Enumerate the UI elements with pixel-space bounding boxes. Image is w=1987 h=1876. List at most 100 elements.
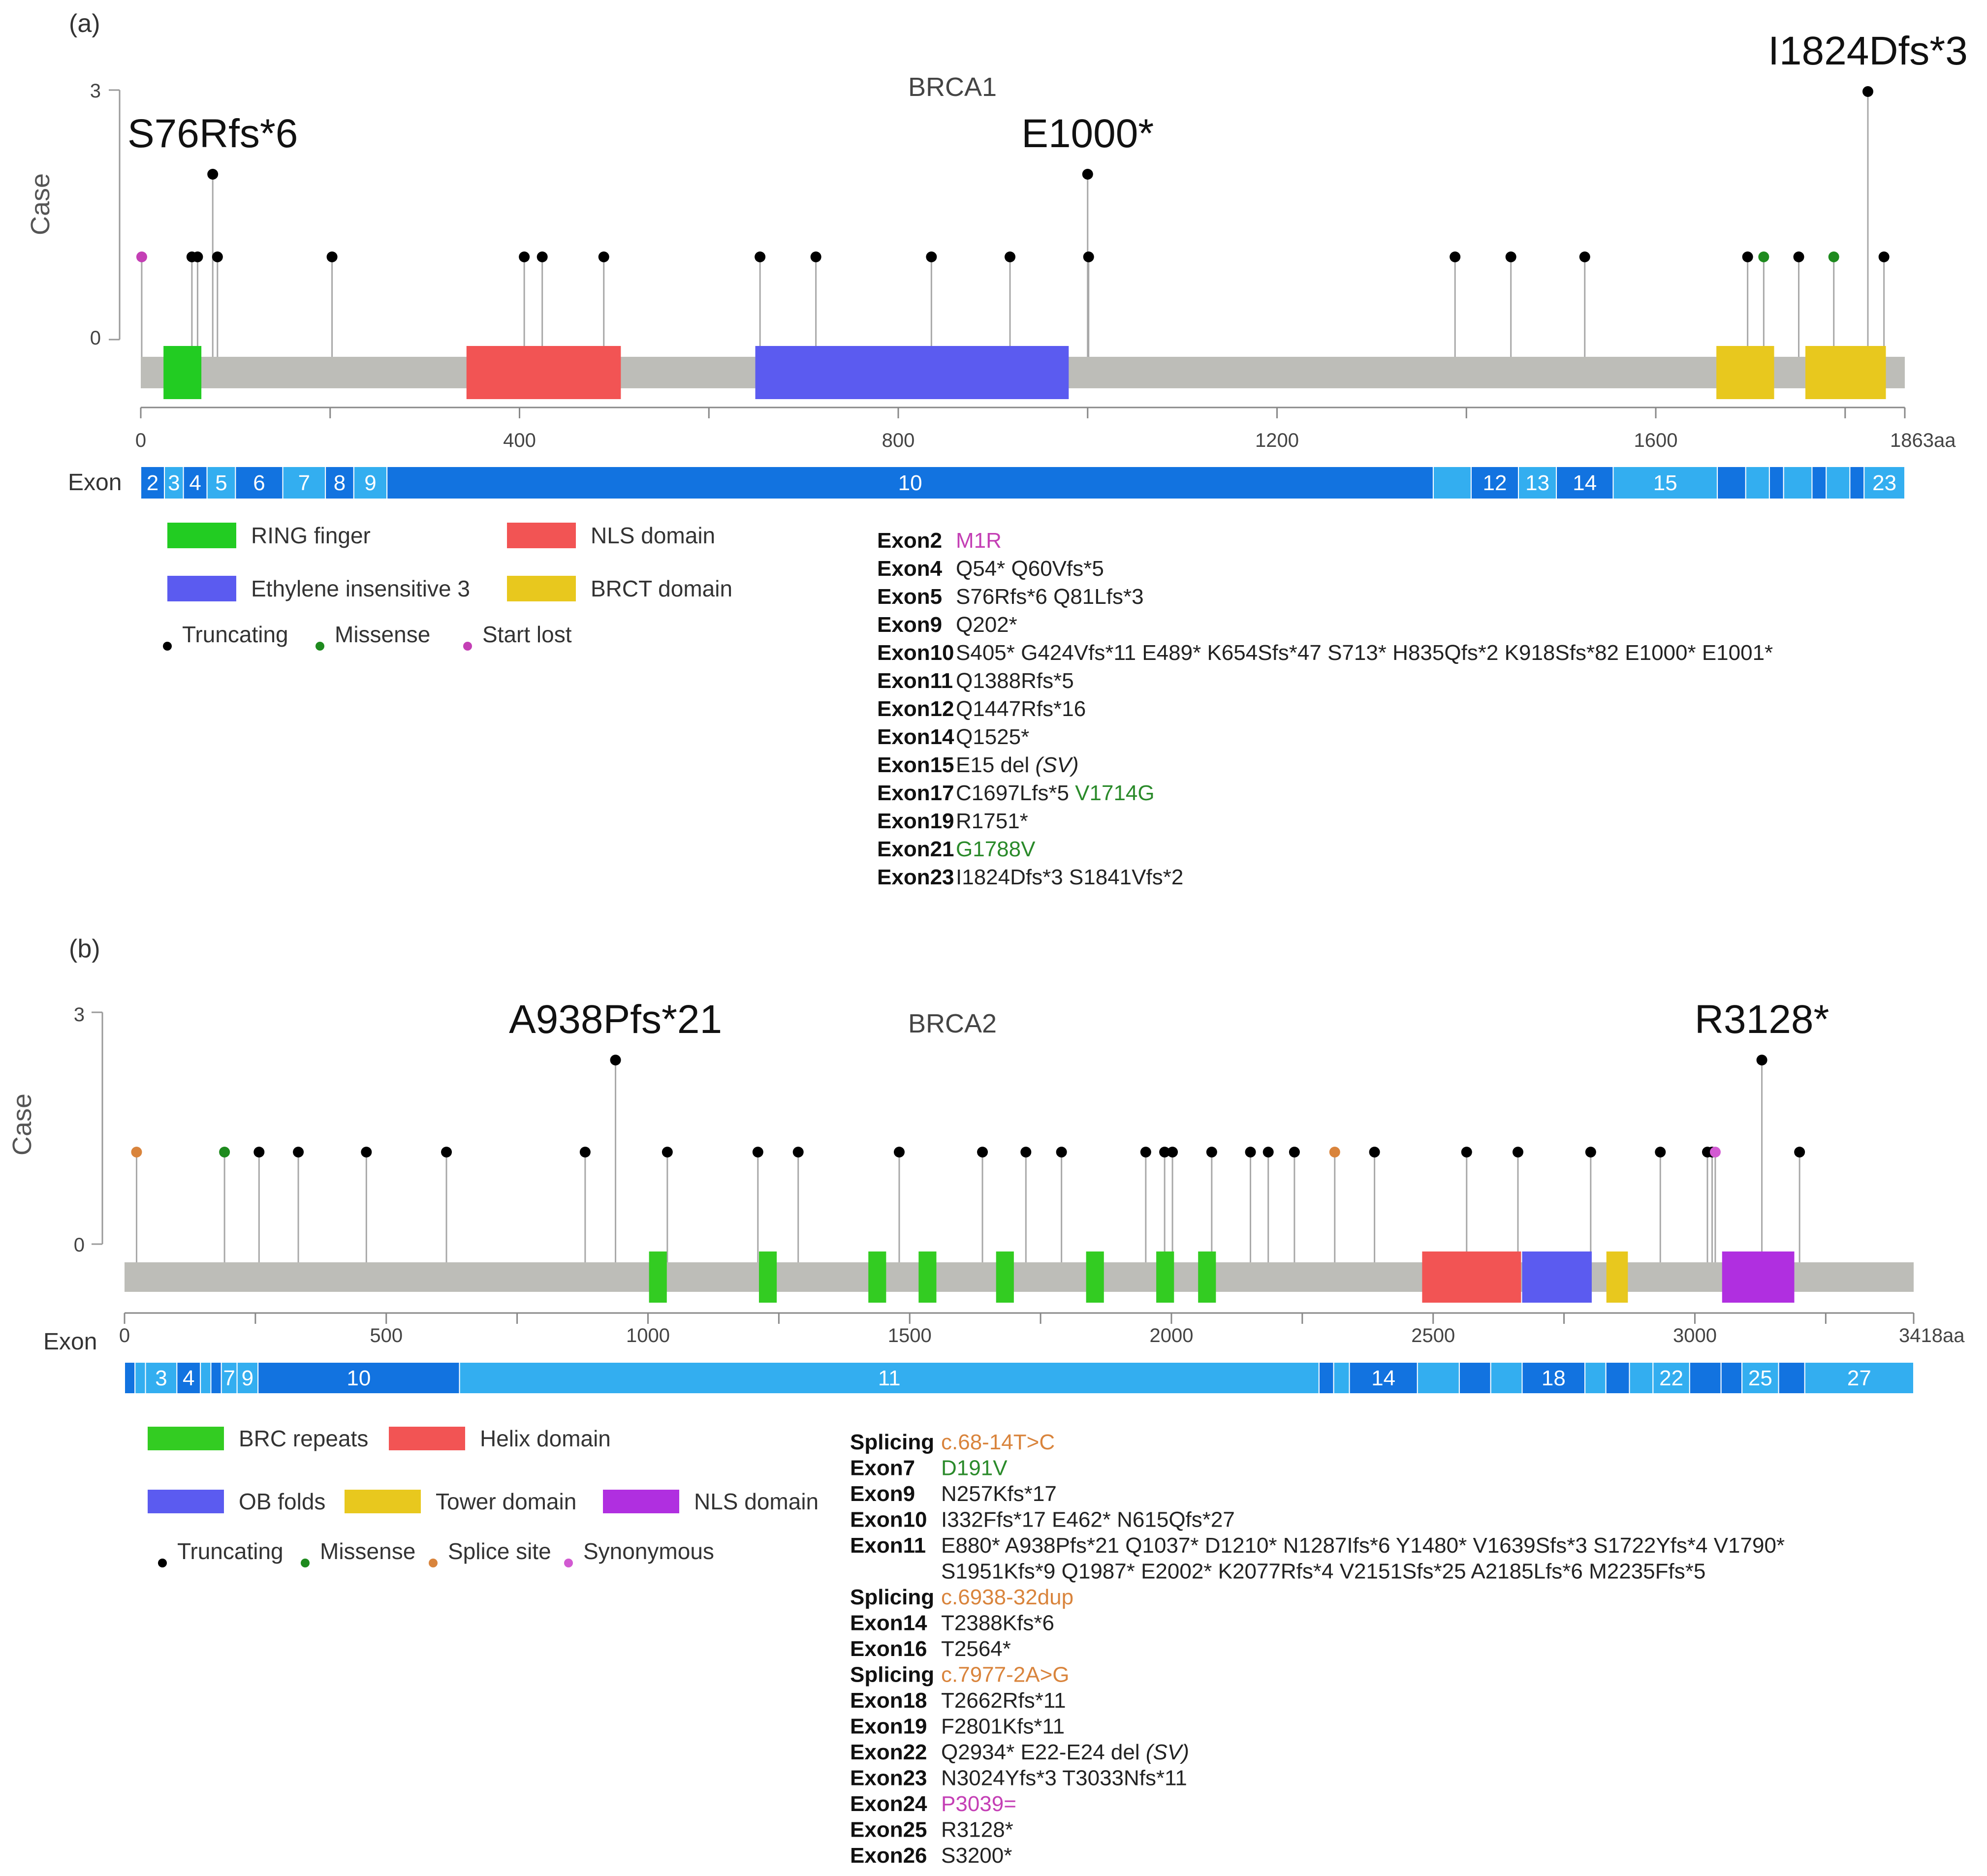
lollipop-head <box>1056 1147 1067 1157</box>
exon-segment <box>1778 1362 1805 1394</box>
brca1-title: BRCA1 <box>908 72 997 102</box>
exon-number: 13 <box>1525 471 1549 495</box>
mutation-row-values: S76Rfs*6 Q81Lfs*3 <box>956 585 1144 609</box>
exon-segment <box>183 466 208 500</box>
exon-number: 12 <box>1483 471 1507 495</box>
domain-block <box>466 346 621 399</box>
brca2-title: BRCA2 <box>908 1009 997 1038</box>
x-tick-label: 1000 <box>626 1325 670 1346</box>
mutation-row-key: Exon25 <box>850 1818 927 1842</box>
lollipop-head <box>1505 251 1516 262</box>
mutation-item: E15 del <box>956 753 1035 777</box>
lollipop-head <box>1794 1147 1805 1157</box>
mutation-item: S405* G424Vfs*11 E489* K654Sfs*47 S713* … <box>956 641 1773 665</box>
panel-b-ylabel: Case <box>7 1094 37 1156</box>
exon-segment <box>221 1362 238 1394</box>
exon-segment <box>1811 466 1827 500</box>
mutation-row-values: c.6938-32dup <box>941 1585 1073 1609</box>
mutation-row-values: I332Ffs*17 E462* N615Qfs*27 <box>941 1508 1235 1532</box>
exon-segment <box>1849 466 1865 500</box>
mutation-row-key: Exon19 <box>850 1715 927 1739</box>
domain-block <box>1086 1251 1104 1303</box>
legend-label: Helix domain <box>480 1426 611 1451</box>
legend-swatch <box>167 576 236 601</box>
exon-number: 7 <box>298 471 310 495</box>
mutation-item: R1751* <box>956 809 1028 833</box>
mutation-row-key: Exon26 <box>850 1844 927 1868</box>
lollipop-head <box>598 251 609 262</box>
exon-segment <box>140 466 165 500</box>
lollipop-head <box>1513 1147 1524 1157</box>
lollipop-head <box>1289 1147 1300 1157</box>
mutation-item: Q1525* <box>956 725 1029 749</box>
mutation-row-values: D191V <box>941 1456 1008 1480</box>
mutation-item: T2388Kfs*6 <box>941 1611 1054 1635</box>
domain-block <box>1716 346 1774 399</box>
legend-label: NLS domain <box>694 1489 819 1514</box>
panel-a-ytick-3: 3 <box>90 80 101 102</box>
legend-label: Synonymous <box>583 1538 714 1564</box>
exon-segment <box>210 1362 222 1394</box>
mutation-row-values: N3024Yfs*3 T3033Nfs*11 <box>941 1766 1187 1790</box>
mutation-item: S76Rfs*6 Q81Lfs*3 <box>956 585 1144 609</box>
legend-dot <box>564 1559 573 1567</box>
lollipop-head <box>207 169 219 180</box>
domain-block <box>918 1251 937 1303</box>
lollipop-head <box>926 251 937 262</box>
lollipop-head <box>1020 1147 1032 1157</box>
exon-number: 9 <box>242 1366 253 1390</box>
exon-number: 15 <box>1653 471 1677 495</box>
exon-segment <box>1333 1362 1350 1394</box>
domain-block <box>868 1251 886 1303</box>
mutation-item: Q2934* E22-E24 del <box>941 1740 1146 1764</box>
lollipop-head <box>1709 1147 1721 1157</box>
lollipop-head <box>212 251 223 262</box>
panel-b-tag: (b) <box>69 935 100 963</box>
mutation-item: Q54* Q60Vfs*5 <box>956 557 1104 581</box>
mutation-row-values: N257Kfs*17 <box>941 1482 1057 1506</box>
exon-segment <box>1768 466 1784 500</box>
mutation-row-values: S1951Kfs*9 Q1987* E2002* K2077Rfs*4 V215… <box>941 1560 1705 1584</box>
mutation-row-values: G1788V <box>956 837 1036 861</box>
mutation-item: S1951Kfs*9 Q1987* E2002* K2077Rfs*4 V215… <box>941 1560 1705 1584</box>
mutation-row-values: P3039= <box>941 1792 1016 1816</box>
legend-swatch <box>148 1490 224 1513</box>
lollipop-head <box>893 1147 905 1157</box>
lollipop-head <box>441 1147 452 1157</box>
mutation-item: D191V <box>941 1456 1008 1480</box>
lollipop-head <box>361 1147 372 1157</box>
legend-label: Truncating <box>177 1538 284 1564</box>
exon-segment <box>1584 1362 1607 1394</box>
exon-number: 2 <box>147 471 158 495</box>
exon-segment <box>353 466 388 500</box>
mutation-row-key: Exon10 <box>877 641 954 665</box>
lollipop-head <box>136 251 147 262</box>
legend-swatch <box>148 1427 224 1450</box>
lollipop-head <box>755 251 766 262</box>
legend-swatch <box>507 523 576 548</box>
exon-number: 14 <box>1573 471 1597 495</box>
exon-segment <box>1826 466 1851 500</box>
domain-block <box>163 346 202 399</box>
exon-number: 18 <box>1542 1366 1566 1390</box>
exon-number: 23 <box>1872 471 1896 495</box>
exon-segment <box>1458 1362 1491 1394</box>
mutation-callout: E1000* <box>1021 111 1154 156</box>
lollipop-head <box>610 1055 621 1065</box>
mutation-item: T2662Rfs*11 <box>941 1688 1066 1713</box>
exon-segment <box>1490 1362 1523 1394</box>
exon-number: 8 <box>334 471 346 495</box>
legend-swatch <box>345 1490 421 1513</box>
exon-number: 3 <box>168 471 180 495</box>
mutation-row-values: E15 del (SV) <box>956 753 1078 777</box>
legend-dot <box>301 1559 310 1567</box>
domain-block <box>1522 1251 1592 1303</box>
legend-label: Missense <box>320 1538 415 1564</box>
mutation-row-key: Exon15 <box>877 753 954 777</box>
lollipop-head <box>253 1147 265 1157</box>
mutation-item: Q202* <box>956 613 1017 637</box>
lollipop-head <box>810 251 821 262</box>
mutation-row-key: Splicing <box>850 1663 934 1687</box>
mutation-row-key: Exon19 <box>877 809 954 833</box>
